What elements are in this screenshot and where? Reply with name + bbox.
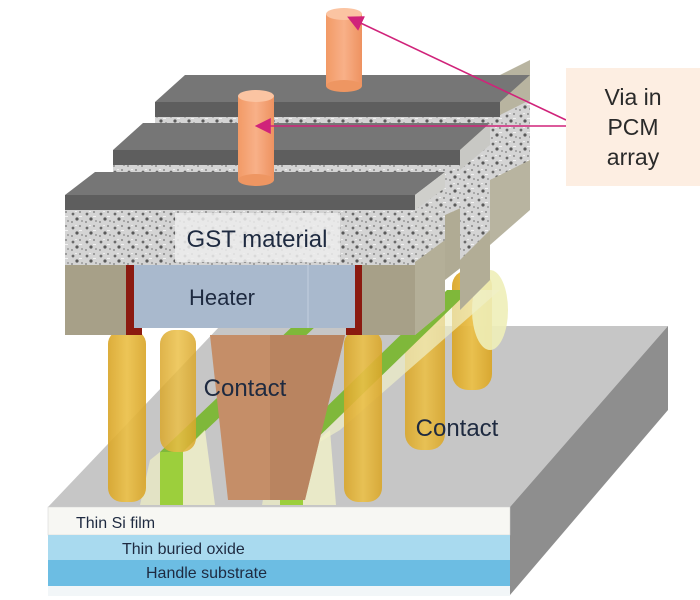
- contact-pillar: [108, 330, 146, 502]
- buried-oxide-label: Thin buried oxide: [122, 541, 245, 558]
- heater-liner: [355, 265, 362, 335]
- heater-block: [134, 265, 355, 328]
- handle-substrate-layer: [48, 560, 510, 586]
- callout-line-1: Via in: [604, 84, 662, 110]
- front-contacts: [108, 330, 382, 502]
- pcm-stack-row-2: [113, 123, 490, 310]
- callout-arrow-back-via: [347, 16, 567, 121]
- top-metal-front: [65, 195, 415, 210]
- thin-si-film-label: Thin Si film: [76, 515, 155, 532]
- contact-label-right: Contact: [416, 415, 499, 442]
- pcm-stack-row-1: [65, 172, 445, 335]
- heater-liner: [126, 328, 142, 335]
- thin-si-film-layer: [47, 506, 511, 536]
- buried-oxide-layer: [48, 535, 510, 560]
- gate-rail: [160, 452, 183, 505]
- substrate-side-surface: [510, 326, 668, 595]
- center-contact-shade: [270, 335, 345, 500]
- heater-label: Heater: [189, 285, 255, 310]
- callout-line-3: array: [606, 144, 660, 170]
- heater-liner: [126, 265, 134, 335]
- pillar-right: [360, 265, 415, 335]
- substrate-bottom-edge: [48, 586, 510, 596]
- handle-substrate-label: Handle substrate: [146, 565, 267, 582]
- via-front: [238, 90, 274, 186]
- spacer: [183, 430, 215, 505]
- contact-label-center: Contact: [204, 375, 287, 402]
- pillar-left: [65, 265, 127, 335]
- contact-pillar: [344, 330, 382, 502]
- contact-pillar: [160, 330, 196, 452]
- via-callout-box: Via in PCM array: [566, 68, 700, 186]
- heater-liner: [346, 328, 362, 335]
- callout-line-2: PCM: [607, 114, 659, 140]
- gst-label-bg: [175, 213, 340, 262]
- gst-material-label: GST material: [187, 226, 328, 253]
